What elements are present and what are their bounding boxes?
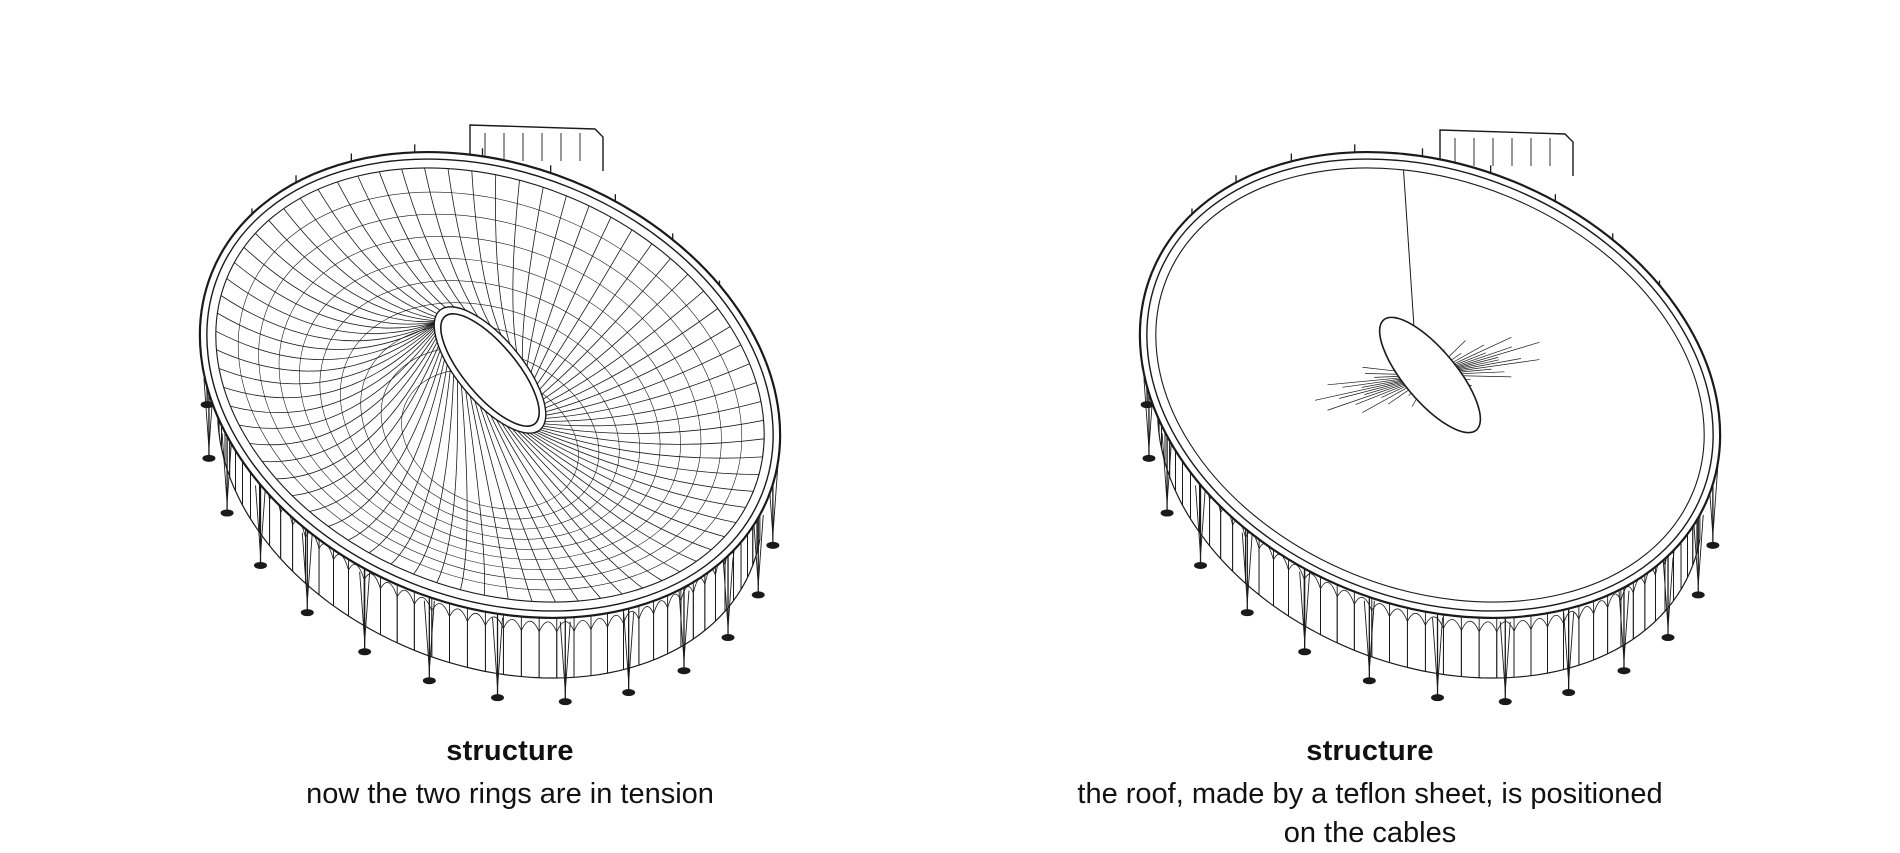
right-facade-arch xyxy=(1390,609,1408,668)
left-caption: structure now the two rings are in tensi… xyxy=(200,732,820,814)
right-mast-foot xyxy=(1161,510,1173,516)
left-facade-arch xyxy=(591,618,607,675)
left-facade-arch xyxy=(607,615,623,673)
right-mast-foot xyxy=(1707,542,1719,548)
right-panel: structure the roof, made by a teflon she… xyxy=(960,0,1900,850)
left-facade-arch xyxy=(705,569,716,630)
right-mast-foot xyxy=(1692,592,1704,598)
arena-cable-structure-drawing xyxy=(0,0,1020,720)
right-mast-foot xyxy=(1563,690,1575,696)
left-mast-foot xyxy=(559,699,571,705)
left-mast-foot xyxy=(423,678,435,684)
right-facade-arch xyxy=(1594,601,1608,660)
left-mast-foot xyxy=(301,610,313,616)
right-facade-arch xyxy=(1579,606,1594,665)
right-facade-arch xyxy=(1531,618,1547,675)
left-mast-foot xyxy=(203,455,215,461)
right-mast-foot xyxy=(1195,562,1207,568)
right-mast-foot xyxy=(1143,455,1155,461)
right-mast-foot xyxy=(1662,635,1674,641)
left-facade-arch xyxy=(450,609,468,668)
right-facade-arch xyxy=(1645,569,1656,630)
right-facade-arch xyxy=(1461,621,1479,678)
right-mast-foot xyxy=(1499,699,1511,705)
left-facade-arch xyxy=(503,619,521,676)
right-facade-arch xyxy=(1289,564,1305,625)
right-facade-arch xyxy=(1407,613,1425,671)
right-facade-arch xyxy=(1514,620,1531,677)
left-facade-arch xyxy=(693,578,705,639)
left-mast-foot xyxy=(623,690,635,696)
arena-teflon-roof-drawing xyxy=(960,0,1900,720)
right-facade-arch xyxy=(1633,578,1645,639)
left-facade-arch xyxy=(668,594,681,654)
right-caption-title: structure xyxy=(1060,732,1680,771)
right-facade-arch xyxy=(1443,619,1461,676)
left-facade-arch xyxy=(574,620,591,677)
left-facade-arch xyxy=(521,621,539,678)
left-facade-arch xyxy=(467,613,485,671)
left-mast-foot xyxy=(359,649,371,655)
left-mast-foot xyxy=(255,562,267,568)
left-mast-foot xyxy=(767,542,779,548)
left-arena xyxy=(129,69,850,705)
right-caption-description: the roof, made by a teflon sheet, is pos… xyxy=(1060,775,1680,853)
right-mast-foot xyxy=(1299,649,1311,655)
right-caption: structure the roof, made by a teflon she… xyxy=(1060,732,1680,853)
right-facade-arch xyxy=(1608,594,1621,654)
left-facade-arch xyxy=(432,604,450,663)
right-mast-foot xyxy=(1241,610,1253,616)
right-arena xyxy=(1069,69,1790,705)
right-facade-arch xyxy=(1320,582,1337,643)
left-mast-foot xyxy=(492,695,504,701)
right-facade-arch xyxy=(1304,574,1320,635)
left-mast-foot xyxy=(221,510,233,516)
right-facade-arch xyxy=(1547,615,1563,673)
left-mast-foot xyxy=(722,635,734,641)
left-facade-arch xyxy=(639,606,654,665)
right-mast-foot xyxy=(1432,695,1444,701)
left-mast-foot xyxy=(752,592,764,598)
left-facade-arch xyxy=(364,574,380,635)
left-caption-description: now the two rings are in tension xyxy=(200,775,820,814)
left-facade-arch xyxy=(654,601,668,660)
left-facade-arch xyxy=(397,590,414,650)
right-facade-arch xyxy=(1337,590,1354,650)
left-mast-foot xyxy=(678,668,690,674)
right-facade-arch xyxy=(1372,604,1390,663)
left-facade-arch xyxy=(349,564,365,625)
left-panel: structure now the two rings are in tensi… xyxy=(0,0,1020,850)
right-mast-foot xyxy=(1618,668,1630,674)
right-facade-arch xyxy=(1479,622,1497,678)
left-caption-title: structure xyxy=(200,732,820,771)
left-facade-arch xyxy=(380,582,397,643)
right-mast-foot xyxy=(1363,678,1375,684)
left-facade-arch xyxy=(539,622,557,678)
